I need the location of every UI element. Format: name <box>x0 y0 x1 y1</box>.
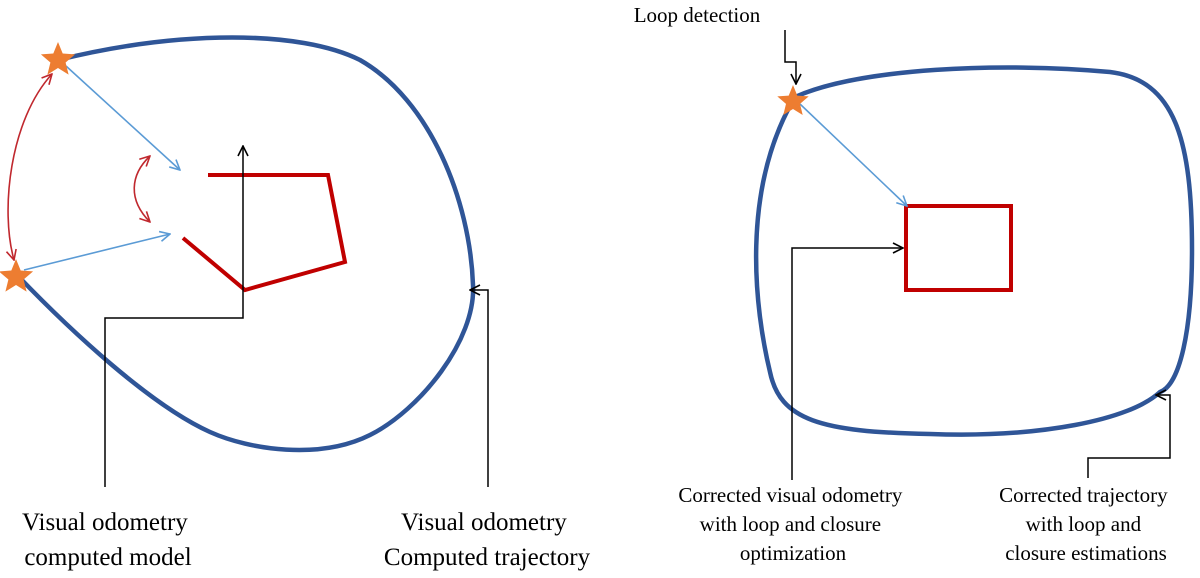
corrected-vo-model-shape <box>904 204 1013 292</box>
label-loop-detection: Loop detection <box>634 3 761 27</box>
label-corrected-trajectory: Corrected trajectory with loop and closu… <box>999 483 1173 565</box>
match-arrow-outer <box>8 74 52 260</box>
label-vo-model: Visual odometry computed model <box>22 509 194 571</box>
leader-corrected-trajectory <box>1087 395 1171 478</box>
star-icon <box>40 42 76 75</box>
vo-trajectory-path <box>15 35 476 453</box>
label-vo-model-line1: Visual odometry <box>22 509 188 536</box>
label-corrected-vo-line3: optimization <box>740 541 847 565</box>
label-corrected-vo-line1: Corrected visual odometry <box>678 483 902 507</box>
match-arrow-inner <box>133 156 150 222</box>
leader-corrected-vo <box>791 248 903 480</box>
label-vo-trajectory: Visual odometry Computed trajectory <box>384 509 591 571</box>
label-corrected-vo: Corrected visual odometry with loop and … <box>678 483 907 565</box>
link-arrow-corrected <box>799 103 907 206</box>
label-vo-trajectory-line2: Computed trajectory <box>384 544 591 571</box>
label-vo-model-line2: computed model <box>24 544 191 571</box>
link-arrow-bottom <box>23 234 170 271</box>
vo-model-shape <box>181 173 348 293</box>
label-corrected-trajectory-line3: closure estimations <box>1005 541 1167 565</box>
leader-loop-detection <box>784 30 796 84</box>
label-corrected-trajectory-line1: Corrected trajectory <box>999 483 1168 507</box>
label-corrected-vo-line2: with loop and closure <box>700 512 881 536</box>
star-icon <box>0 259 34 292</box>
corrected-trajectory-path <box>753 65 1195 437</box>
left-panel: Visual odometry computed model Visual od… <box>0 35 591 571</box>
link-arrow-top <box>65 65 180 170</box>
leader-vo-model <box>104 146 243 487</box>
right-panel: Loop detection Corrected visual odometry… <box>634 3 1195 565</box>
star-icon <box>777 85 809 115</box>
label-corrected-trajectory-line2: with loop and <box>1026 512 1142 536</box>
leader-vo-trajectory <box>470 290 489 487</box>
label-vo-trajectory-line1: Visual odometry <box>401 509 567 536</box>
